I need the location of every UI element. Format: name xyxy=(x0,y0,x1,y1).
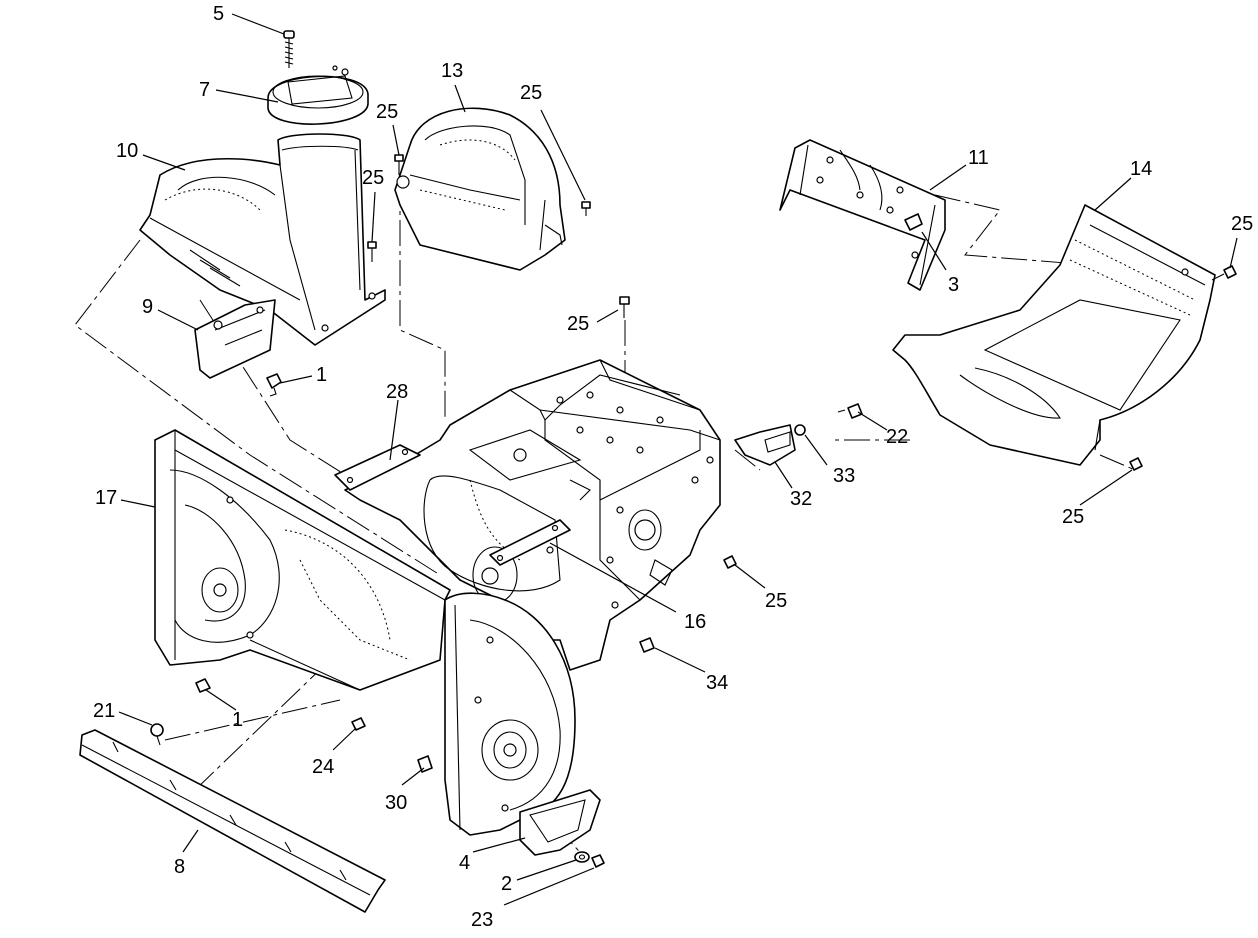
callout-25-e: 25 xyxy=(1062,506,1084,528)
leader-lines xyxy=(118,13,1238,906)
callout-1-lower: 1 xyxy=(232,709,243,731)
nut-24 xyxy=(351,717,366,731)
callout-25-d: 25 xyxy=(1231,213,1253,235)
washer-2 xyxy=(574,851,590,863)
callout-32: 32 xyxy=(790,488,812,510)
callout-25-c: 25 xyxy=(520,82,542,104)
clip-3 xyxy=(904,213,923,231)
callout-30: 30 xyxy=(385,792,407,814)
belt-cover-13 xyxy=(394,107,566,271)
callout-33: 33 xyxy=(833,465,855,487)
callout-10: 10 xyxy=(116,140,138,162)
bolt-30 xyxy=(417,755,433,773)
chute-ring-7 xyxy=(267,65,369,125)
callout-25-a: 25 xyxy=(376,101,398,123)
scraper-bar-8 xyxy=(79,729,386,913)
callout-1-upper: 1 xyxy=(316,364,327,386)
callout-25-g: 25 xyxy=(765,590,787,612)
screw-5 xyxy=(283,30,295,68)
screw-25-c xyxy=(581,201,591,216)
screw-25-e xyxy=(1129,457,1143,471)
nut-23 xyxy=(591,854,605,868)
chute-bracket-9 xyxy=(194,299,276,379)
callout-21: 21 xyxy=(93,700,115,722)
callout-16: 16 xyxy=(684,611,706,633)
callout-25-f: 25 xyxy=(567,313,589,335)
callout-3: 3 xyxy=(948,274,959,296)
callout-5: 5 xyxy=(213,3,224,25)
skid-shoe-4 xyxy=(519,789,601,856)
callout-17: 17 xyxy=(95,487,117,509)
callout-14: 14 xyxy=(1130,158,1152,180)
callout-25-b: 25 xyxy=(362,167,384,189)
screw-25-mid xyxy=(619,296,630,318)
side-plate xyxy=(444,592,576,836)
callout-28: 28 xyxy=(386,381,408,403)
callout-7: 7 xyxy=(199,79,210,101)
bolt-22 xyxy=(837,403,863,419)
callouts: 5 7 10 9 1 13 25 25 25 11 3 14 25 25 22 … xyxy=(93,3,1253,931)
frame-16 xyxy=(344,359,721,671)
shroud-14 xyxy=(892,204,1216,466)
callout-8: 8 xyxy=(174,856,185,878)
callout-2: 2 xyxy=(501,873,512,895)
callout-23: 23 xyxy=(471,909,493,931)
bolt-1-lower xyxy=(195,678,211,693)
callout-11: 11 xyxy=(968,147,989,169)
nut-33 xyxy=(794,424,806,436)
callout-24: 24 xyxy=(312,756,334,778)
bracket-32 xyxy=(734,424,796,466)
bolt-1-upper xyxy=(266,373,282,397)
mounting-plate-11 xyxy=(779,139,946,291)
callout-22: 22 xyxy=(886,426,908,448)
callout-13: 13 xyxy=(441,60,463,82)
callout-34: 34 xyxy=(706,672,728,694)
bolt-34 xyxy=(639,637,655,653)
screw-25-b xyxy=(367,241,377,262)
callout-9: 9 xyxy=(142,296,153,318)
gusset-28 xyxy=(334,444,571,566)
auger-housing-17 xyxy=(154,429,451,691)
screw-25-d xyxy=(1211,265,1237,281)
callout-4: 4 xyxy=(459,852,470,874)
carriage-bolt-21 xyxy=(150,723,164,746)
discharge-chute-10 xyxy=(139,133,386,346)
screw-25-f xyxy=(723,555,737,569)
